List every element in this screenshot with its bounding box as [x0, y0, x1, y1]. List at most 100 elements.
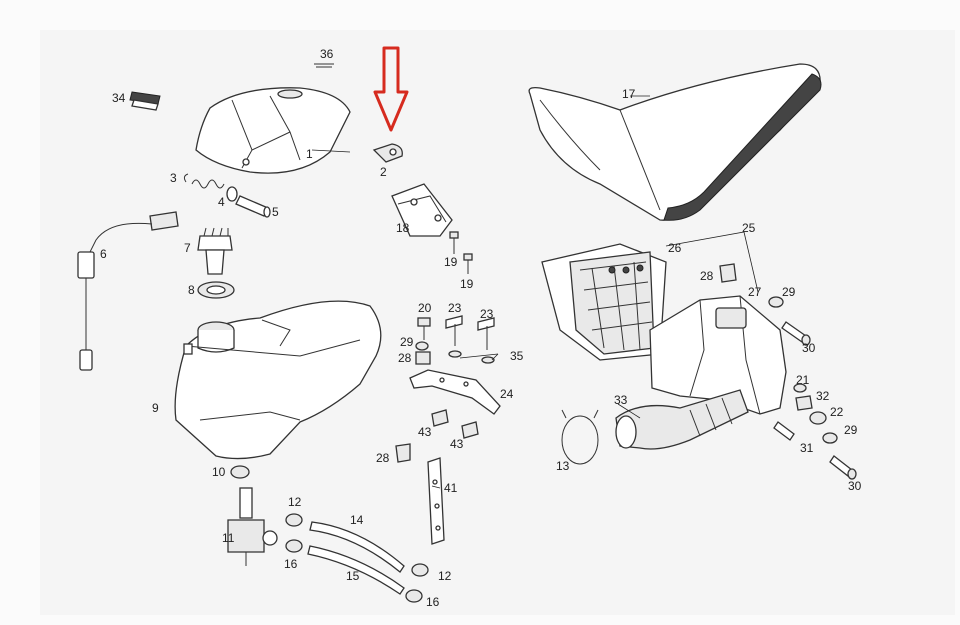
label-12-right: 12 [438, 569, 452, 583]
label-13: 13 [556, 459, 570, 473]
label-41: 41 [444, 481, 458, 495]
part-5-pin [235, 195, 271, 218]
part-13-clamp-ring [561, 409, 599, 465]
part-34-decal [129, 91, 161, 111]
label-33: 33 [614, 393, 628, 407]
label-20: 20 [418, 301, 432, 315]
label-6: 6 [100, 247, 107, 261]
part-20-bolt [417, 317, 431, 340]
label-24: 24 [500, 387, 514, 401]
label-1: 1 [306, 147, 313, 161]
label-43a: 43 [418, 425, 432, 439]
part-number-labels: 36 34 1 2 3 4 5 6 7 8 9 10 11 12 12 13 1… [100, 47, 862, 609]
part-4-washer [226, 186, 238, 202]
part-43-clip-b [461, 421, 479, 439]
label-22: 22 [830, 405, 844, 419]
label-25: 25 [742, 221, 756, 235]
label-29a: 29 [400, 335, 414, 349]
part-19-bolt-b [463, 253, 473, 274]
part-2-clip [372, 143, 403, 163]
part-24-support-plate [409, 369, 501, 415]
label-29c: 29 [844, 423, 858, 437]
label-4: 4 [218, 195, 225, 209]
part-18-bracket [391, 183, 453, 237]
part-43-clip-a [431, 409, 449, 427]
part-19-bolt-a [449, 231, 459, 254]
label-3: 3 [170, 171, 177, 185]
diagram-background [40, 30, 955, 615]
label-17: 17 [622, 87, 636, 101]
label-30b: 30 [848, 479, 862, 493]
label-2: 2 [380, 165, 387, 179]
label-12-left: 12 [288, 495, 302, 509]
label-35: 35 [510, 349, 524, 363]
part-35-washer [448, 350, 495, 364]
part-28-clip-a [415, 351, 431, 365]
leader-lines [311, 95, 759, 489]
label-31: 31 [800, 441, 814, 455]
label-26: 26 [668, 241, 682, 255]
part-15-hose [307, 545, 405, 595]
label-36: 36 [320, 47, 334, 61]
label-19b: 19 [460, 277, 474, 291]
label-32: 32 [816, 389, 830, 403]
part-12-clamp-left [285, 513, 303, 527]
part-29-washer-a [415, 341, 429, 351]
label-19a: 19 [444, 255, 458, 269]
part-9-fuel-tank [174, 300, 382, 460]
part-21-nut [793, 383, 807, 393]
part-28-clip-b [395, 443, 411, 463]
part-29-washer-c [822, 432, 838, 444]
part-28-clip-c [719, 263, 737, 283]
part-11-fuel-tap [227, 487, 278, 566]
label-16-right: 16 [426, 595, 440, 609]
part-17-seat [528, 63, 822, 221]
part-16-clamp-right [405, 589, 423, 603]
label-16-left: 16 [284, 557, 298, 571]
part-8-seal [197, 281, 235, 299]
part-23-wing-bolt-a [445, 315, 463, 346]
label-27: 27 [748, 285, 762, 299]
part-36-tag [314, 63, 334, 68]
label-10: 10 [212, 465, 226, 479]
part-22-spacer [809, 411, 827, 425]
label-34: 34 [112, 91, 126, 105]
label-28c: 28 [700, 269, 714, 283]
label-14: 14 [350, 513, 364, 527]
label-23b: 23 [480, 307, 494, 321]
down-arrow-icon [373, 46, 409, 132]
label-15: 15 [346, 569, 360, 583]
label-28a: 28 [398, 351, 412, 365]
part-12-clamp-right [411, 563, 429, 577]
part-30-screw-a [781, 321, 811, 346]
part-30-screw-b [829, 455, 857, 480]
part-27-airbox [649, 295, 787, 415]
label-29b: 29 [782, 285, 796, 299]
label-18: 18 [396, 221, 410, 235]
label-7: 7 [184, 241, 191, 255]
label-9: 9 [152, 401, 159, 415]
label-43b: 43 [450, 437, 464, 451]
part-41-strap [427, 457, 445, 545]
part-16-clamp-left [285, 539, 303, 553]
label-28b: 28 [376, 451, 390, 465]
label-21: 21 [796, 373, 810, 387]
part-26-air-filter [541, 243, 667, 361]
part-6-fuel-sender [77, 211, 179, 371]
part-10-clamp [230, 465, 250, 479]
label-11: 11 [222, 531, 235, 545]
part-1-tank-cover [195, 87, 351, 174]
part-29-washer-b [768, 296, 784, 308]
label-30a: 30 [802, 341, 816, 355]
part-3-spring [183, 173, 225, 189]
part-7-pump [197, 227, 233, 275]
part-33-intake-boot [615, 389, 749, 450]
label-8: 8 [188, 283, 195, 297]
label-23a: 23 [448, 301, 462, 315]
part-14-hose [309, 521, 405, 573]
part-31-screw [773, 421, 795, 441]
part-23-wing-bolt-b [477, 317, 495, 350]
label-5: 5 [272, 205, 279, 219]
